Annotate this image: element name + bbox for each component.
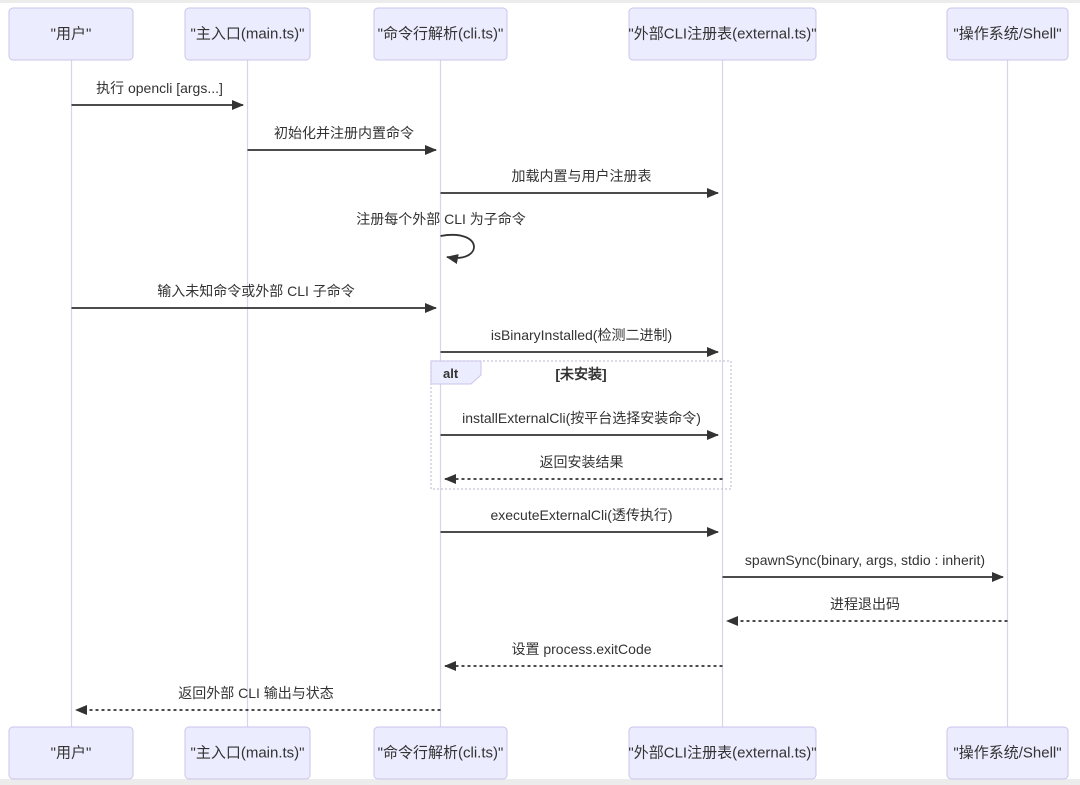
actor-top-cli-label: "命令行解析(cli.ts)"	[378, 25, 504, 43]
message-label: 返回安装结果	[540, 454, 624, 470]
alt-keyword-label: alt	[443, 366, 459, 381]
actor-bottom-main-label: "主入口(main.ts)"	[191, 745, 305, 762]
actor-top-main-label: "主入口(main.ts)"	[191, 26, 305, 43]
alt-fragment: alt [未安装]	[430, 360, 732, 490]
window-edge-bottom	[0, 779, 1080, 785]
message-label: 返回外部 CLI 输出与状态	[178, 685, 334, 701]
message-labels: 执行 opencli [args...] 初始化并注册内置命令 加载内置与用户注…	[96, 80, 985, 701]
message-label: isBinaryInstalled(检测二进制)	[491, 327, 672, 343]
lifelines	[70, 60, 1009, 727]
window-edge-top	[0, 0, 1080, 3]
actor-top-cli-box	[373, 7, 508, 61]
alt-frame	[430, 360, 732, 490]
message-label: 输入未知命令或外部 CLI 子命令	[157, 283, 355, 299]
message-label: 初始化并注册内置命令	[274, 125, 414, 141]
message-label: 进程退出码	[830, 596, 900, 612]
alt-condition-label: [未安装]	[555, 366, 606, 382]
actor-bottom-external-label: "外部CLI注册表(external.ts)"	[628, 745, 816, 762]
actor-bottom-user-label: "用户"	[51, 745, 92, 762]
message-label: 执行 opencli [args...]	[96, 80, 223, 96]
actor-bottom-user-box	[8, 726, 134, 780]
actor-bottom-external-box	[628, 726, 817, 780]
actor-top-shell-label: "操作系统/Shell"	[953, 26, 1061, 43]
message-label: 设置 process.exitCode	[511, 641, 651, 657]
message-label: executeExternalCli(透传执行)	[490, 507, 672, 523]
message-label: 加载内置与用户注册表	[512, 168, 652, 184]
actors-top: "用户" "主入口(main.ts)" "命令行解析(cli.ts)" "外部C…	[8, 7, 1069, 61]
message-label: 注册每个外部 CLI 为子命令	[356, 211, 526, 227]
actor-top-user-box	[8, 7, 134, 61]
actor-bottom-shell-box	[946, 726, 1069, 780]
message-label: installExternalCli(按平台选择安装命令)	[462, 410, 701, 426]
arrow-self-register-subcommands	[440, 233, 475, 264]
message-arrows	[71, 100, 1008, 715]
actor-bottom-cli-label: "命令行解析(cli.ts)"	[378, 744, 504, 762]
actor-top-external-box	[628, 7, 817, 61]
message-label: spawnSync(binary, args, stdio : inherit)	[745, 552, 985, 568]
actor-bottom-main-box	[184, 726, 311, 780]
actor-top-main-box	[184, 7, 311, 61]
actor-bottom-shell-label: "操作系统/Shell"	[953, 745, 1061, 762]
actor-top-external-label: "外部CLI注册表(external.ts)"	[628, 26, 816, 43]
actors-bottom: "用户" "主入口(main.ts)" "命令行解析(cli.ts)" "外部C…	[8, 726, 1069, 780]
alt-label-tab	[430, 360, 482, 385]
actor-bottom-cli-box	[373, 726, 508, 780]
actor-top-user-label: "用户"	[51, 26, 92, 43]
actor-top-shell-box	[946, 7, 1069, 61]
